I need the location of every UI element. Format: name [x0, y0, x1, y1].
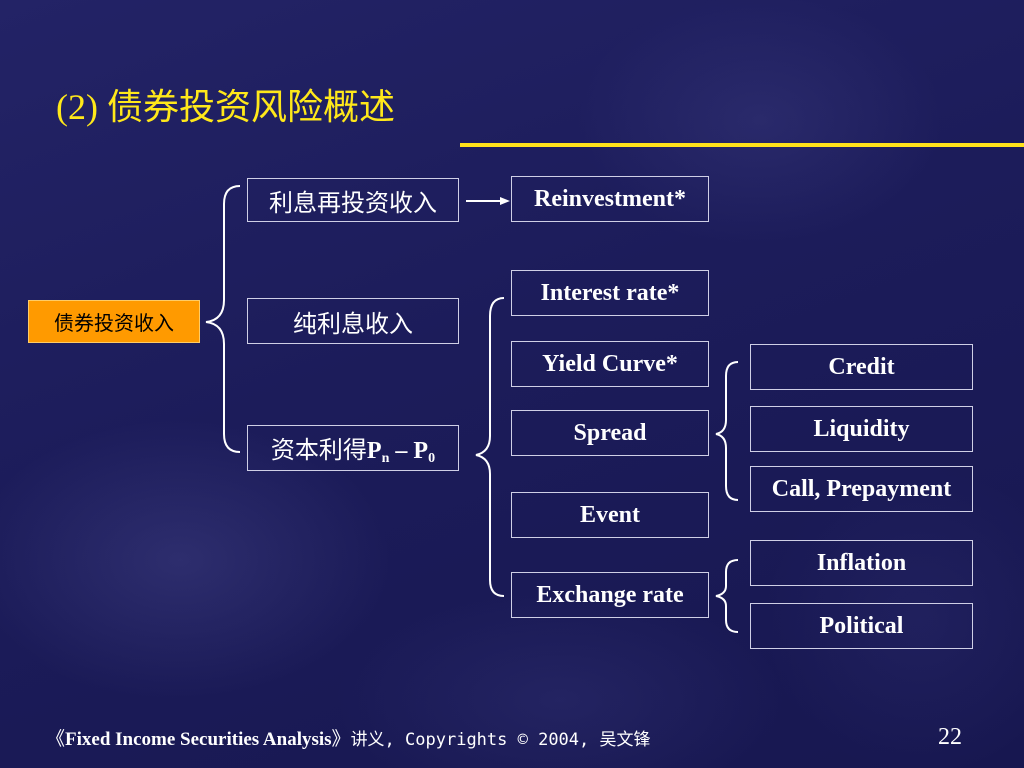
box-event: Event: [511, 492, 709, 538]
capital-gain-sub2: 0: [428, 450, 436, 466]
liquidity-label: Liquidity: [813, 415, 910, 442]
capital-brace: [475, 297, 505, 597]
exchange-rate-label: Exchange rate: [536, 581, 684, 608]
box-liquidity: Liquidity: [750, 406, 973, 452]
slide-title: (2) 债券投资风险概述: [56, 78, 395, 130]
inflation-label: Inflation: [816, 549, 907, 576]
root-label: 债券投资收入: [54, 313, 174, 335]
box-call-prepayment: Call, Prepayment: [750, 466, 973, 512]
main-brace: [205, 185, 241, 453]
pure-interest-label: 纯利息收入: [293, 311, 413, 338]
box-yield-curve: Yield Curve*: [511, 341, 709, 387]
reinvest-income-label: 利息再投资收入: [269, 190, 437, 217]
yield-curve-label: Yield Curve*: [542, 350, 678, 377]
spread-brace: [715, 361, 739, 501]
call-prepayment-label: Call, Prepayment: [771, 475, 952, 502]
title-prefix: (2): [56, 87, 98, 127]
box-interest-rate: Interest rate*: [511, 270, 709, 316]
title-underline: [460, 143, 1024, 147]
exchange-brace: [715, 559, 739, 633]
event-label: Event: [580, 501, 640, 528]
capital-gain-label: 资本利得Pn – P0: [271, 430, 435, 467]
title-main: 债券投资风险概述: [106, 87, 395, 127]
box-reinvestment: Reinvestment*: [511, 176, 709, 222]
spread-label: Spread: [573, 419, 647, 446]
page-number: 22: [938, 724, 962, 750]
capital-gain-minus: –: [389, 437, 414, 464]
capital-gain-p1: P: [366, 437, 382, 464]
root-box-bond-income: 债券投资收入: [28, 300, 200, 343]
footer-copyright: 讲义, Copyrights © 2004, 吴文锋: [350, 730, 651, 750]
footer-book-title: Fixed Income Securities Analysis: [65, 729, 332, 750]
capital-gain-prefix: 资本利得: [270, 437, 367, 464]
box-political: Political: [750, 603, 973, 649]
footer-close-bracket: 》: [331, 729, 351, 750]
footer-open-bracket: 《: [46, 729, 66, 750]
reinvestment-label: Reinvestment*: [534, 185, 686, 212]
credit-label: Credit: [828, 353, 895, 380]
box-reinvest-income: 利息再投资收入: [247, 178, 459, 222]
interest-rate-label: Interest rate*: [540, 279, 680, 306]
footer-citation: 《Fixed Income Securities Analysis》讲义, Co…: [46, 724, 651, 751]
capital-gain-sub1: n: [381, 450, 390, 466]
box-spread: Spread: [511, 410, 709, 456]
box-capital-gain: 资本利得Pn – P0: [247, 425, 459, 471]
box-pure-interest-income: 纯利息收入: [247, 298, 459, 344]
box-inflation: Inflation: [750, 540, 973, 586]
box-credit: Credit: [750, 344, 973, 390]
capital-gain-p2: P: [413, 437, 429, 464]
reinvest-arrowhead: [500, 197, 510, 205]
box-exchange-rate: Exchange rate: [511, 572, 709, 618]
political-label: Political: [819, 612, 904, 639]
